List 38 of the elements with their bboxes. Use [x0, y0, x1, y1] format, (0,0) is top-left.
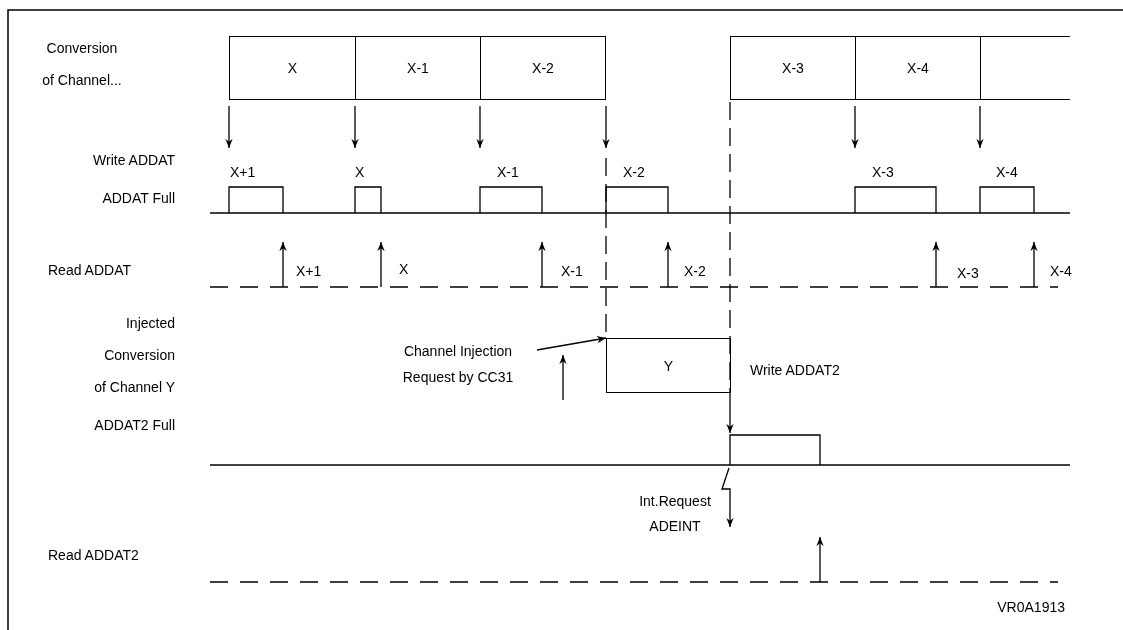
read-label: X-2 [684, 262, 707, 281]
conversion-slot [980, 36, 1070, 100]
read-label: X-1 [561, 262, 584, 281]
conversion-slot [730, 36, 856, 100]
row-label: ADDAT2 Full [93, 416, 175, 435]
read-label: X [399, 260, 410, 279]
pulse-label: X+1 [230, 163, 257, 182]
conversion-slot [229, 36, 356, 100]
read-label: X-4 [1050, 262, 1073, 281]
pulse-label: X-3 [872, 163, 895, 182]
slot-label: X-3 [782, 60, 804, 76]
conversion-slot [480, 36, 606, 100]
row-label: Read ADDAT2 [48, 546, 140, 565]
slot-label: X-4 [907, 60, 929, 76]
signal-label: Write ADDAT2 [750, 361, 841, 380]
pulse-label: X [355, 163, 366, 182]
row-label: ADDAT Full [101, 189, 175, 208]
row-label: Read ADDAT [48, 261, 132, 280]
row-label: Injected Conversion of Channel Y [93, 314, 175, 397]
conversion-slot [855, 36, 981, 100]
slot-label: X-2 [532, 60, 554, 76]
slot-label: X-1 [407, 60, 429, 76]
read-label: X-3 [957, 264, 980, 283]
row-label: Write ADDAT [92, 151, 175, 170]
read-label: X+1 [296, 262, 323, 281]
pulse-label: X-2 [623, 163, 646, 182]
slot-label: Y [663, 357, 674, 374]
conversion-slot [606, 338, 731, 393]
arrow [536, 335, 607, 351]
pulse-label: X-1 [497, 163, 520, 182]
pulse-label: X-4 [996, 163, 1019, 182]
row-label: Conversion of Channel... [41, 39, 123, 90]
slot-label: X [287, 60, 298, 76]
signal-label: Int.Request ADEINT [638, 492, 712, 536]
annotation-text: Channel Injection Request by CC31 [397, 338, 573, 390]
conversion-slot [355, 36, 481, 100]
arrow [726, 392, 734, 434]
figure-id: VR0A1913 [996, 598, 1065, 617]
